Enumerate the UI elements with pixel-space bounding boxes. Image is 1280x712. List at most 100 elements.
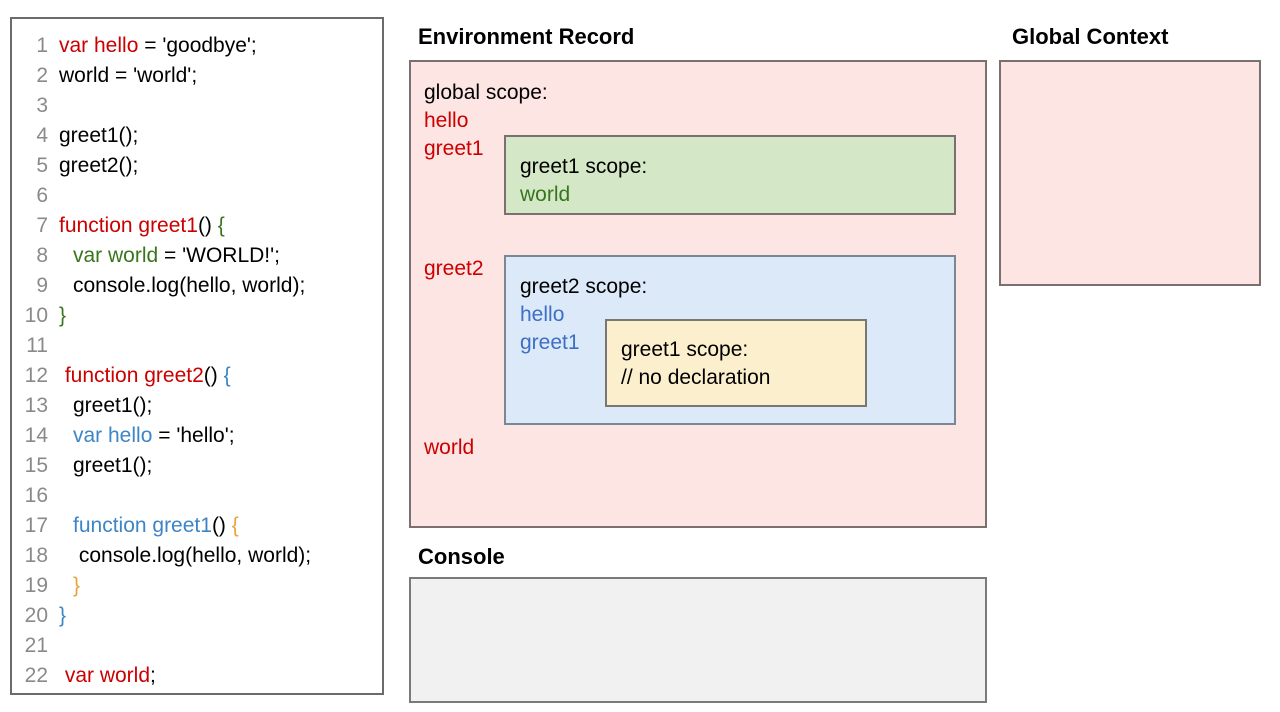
greet2-scope-var-greet1: greet1 [520, 331, 580, 354]
code-token: = 'WORLD!'; [158, 244, 280, 267]
code-token: { [223, 364, 231, 387]
line-number: 8 [36, 244, 48, 267]
line-number: 20 [24, 604, 48, 627]
line-number: 5 [36, 154, 48, 177]
code-line-text: greet1(); [48, 391, 152, 421]
code-line-text: var world = 'WORLD!'; [48, 241, 280, 271]
code-line-text: } [48, 571, 80, 601]
code-line: 12 function greet2() { [12, 361, 382, 391]
global-context-box [999, 60, 1261, 286]
greet1-scope-label: greet1 scope: [520, 155, 648, 178]
inner-greet1-scope-label: greet1 scope: [621, 338, 749, 361]
code-line: 6 [12, 181, 382, 211]
line-number: 4 [36, 124, 48, 147]
greet2-scope-label: greet2 scope: [520, 275, 648, 298]
code-line: 11 [12, 331, 382, 361]
code-token: function greet1 [73, 514, 212, 537]
code-line: 18 console.log(hello, world); [12, 541, 382, 571]
code-token: () [197, 214, 218, 237]
code-token: function greet1 [59, 214, 198, 237]
code-line-text: var hello = 'goodbye'; [48, 31, 257, 61]
global-context-title: Global Context [1012, 24, 1169, 49]
code-token: = 'goodbye'; [138, 34, 257, 57]
code-line: 21 [12, 631, 382, 661]
code-line: 3 [12, 91, 382, 121]
code-token: console.log(hello, world); [73, 544, 312, 567]
greet2-scope-var-hello: hello [520, 303, 565, 326]
line-number: 21 [24, 634, 48, 657]
console-title: Console [418, 544, 505, 569]
line-number: 11 [26, 334, 48, 357]
code-line-text: function greet1() { [48, 511, 239, 541]
line-number: 17 [24, 514, 48, 537]
code-token: greet1(); [73, 394, 153, 417]
inner-greet1-scope-box: greet1 scope: // no declaration [605, 319, 867, 407]
code-token: } [73, 574, 81, 597]
line-number: 14 [24, 424, 48, 447]
console-output-box[interactable] [409, 577, 987, 703]
global-scope-label: global scope: [424, 81, 548, 104]
code-line-text: greet1(); [48, 121, 138, 151]
code-token: = 'hello'; [152, 424, 235, 447]
code-line: 5 greet2(); [12, 151, 382, 181]
line-number: 16 [24, 484, 48, 507]
code-line-text: greet2(); [48, 151, 138, 181]
code-line: 19} [12, 571, 382, 601]
code-line-text: } [48, 601, 66, 631]
line-number: 19 [24, 574, 48, 597]
line-number: 15 [24, 454, 48, 477]
greet1-scope-box: greet1 scope: world [504, 135, 956, 215]
code-token: } [59, 304, 67, 327]
environment-record-title: Environment Record [418, 24, 635, 49]
code-line-text: greet1(); [48, 451, 152, 481]
line-number: 13 [24, 394, 48, 417]
code-token: var hello [59, 34, 139, 57]
code-token: } [59, 604, 67, 627]
code-line: 4 greet1(); [12, 121, 382, 151]
line-number: 3 [36, 94, 48, 117]
code-line-text: } [48, 301, 66, 331]
global-var-world: world [424, 436, 475, 459]
code-line-text: console.log(hello, world); [48, 541, 311, 571]
code-line: 13 greet1(); [12, 391, 382, 421]
code-token: { [231, 514, 239, 537]
global-var-greet2: greet2 [424, 257, 484, 280]
line-number: 22 [24, 664, 48, 687]
code-line-text: var hello = 'hello'; [48, 421, 235, 451]
code-token: greet2(); [59, 154, 139, 177]
code-line-text: function greet1() { [48, 211, 225, 241]
line-number: 12 [24, 364, 48, 387]
code-token: () [211, 514, 232, 537]
code-token: ; [150, 664, 156, 687]
code-token: greet1(); [59, 124, 139, 147]
code-line-text: console.log(hello, world); [48, 271, 305, 301]
line-number: 7 [36, 214, 48, 237]
code-token: { [217, 214, 225, 237]
greet1-scope-var-world: world [520, 183, 571, 206]
line-number: 10 [24, 304, 48, 327]
code-token: function greet2 [59, 364, 204, 387]
inner-greet1-scope-note: // no declaration [621, 366, 771, 389]
code-line-text: world = 'world'; [48, 61, 197, 91]
code-line: 20} [12, 601, 382, 631]
code-line-text: function greet2() { [48, 361, 231, 391]
line-number: 2 [36, 64, 48, 87]
greet2-scope-box: greet2 scope: hello greet1 greet1 scope:… [504, 255, 956, 425]
environment-record-box: global scope: hello greet1 greet2 world … [409, 60, 987, 528]
code-token: var world [59, 664, 151, 687]
code-line: 16 [12, 481, 382, 511]
code-token: () [203, 364, 224, 387]
code-token: console.log(hello, world); [73, 274, 306, 297]
global-var-greet1: greet1 [424, 137, 484, 160]
code-line: 22 var world; [12, 661, 382, 691]
